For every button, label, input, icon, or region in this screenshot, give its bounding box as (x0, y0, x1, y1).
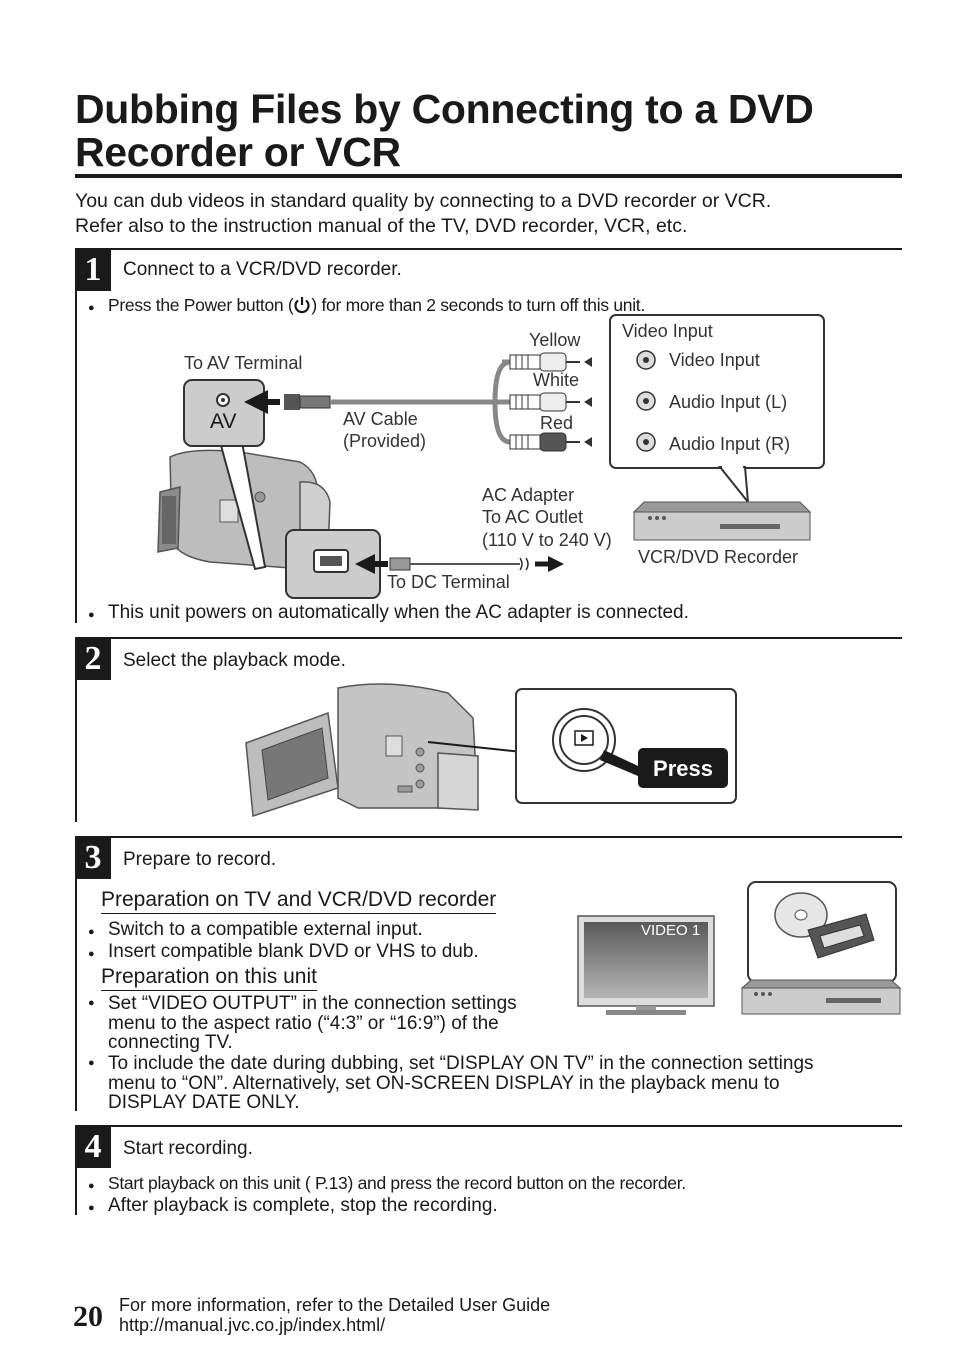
label-audio-input-l: Audio Input (L) (669, 392, 788, 412)
vhs-tape-icon (807, 913, 875, 959)
play-button-callout (515, 688, 737, 804)
label-red: Red (540, 413, 574, 433)
step-4-number: 4 (75, 1126, 111, 1168)
footer-url[interactable]: http://manual.jvc.co.jp/index.html/ (119, 1315, 386, 1335)
step-1-divider (75, 248, 902, 250)
step-3-bullet-switch-input: ● Switch to a compatible external input. (88, 920, 423, 942)
label-av: AV (210, 410, 237, 433)
play-icon (581, 734, 588, 742)
label-video-input: Video Input (669, 350, 760, 370)
bullet-dot: ● (88, 1180, 95, 1192)
autopower-text: This unit powers on automatically when t… (108, 602, 689, 623)
step-4-divider (75, 1125, 902, 1127)
bullet-line: Set “VIDEO OUTPUT” in the connection set… (108, 993, 517, 1014)
press-label: Press (653, 756, 713, 781)
title-divider (75, 174, 902, 178)
label-white: White (533, 370, 580, 390)
bullet-dot: ● (88, 1202, 95, 1214)
playback-diagram (245, 683, 737, 818)
intro-text: You can dub videos in standard quality b… (75, 189, 771, 239)
step-4-side-rule (75, 1168, 77, 1215)
label-recorder: VCR/DVD Recorder (638, 547, 799, 567)
step-3-title: Prepare to record. (123, 849, 277, 870)
label-to-dc-terminal: To DC Terminal (387, 572, 510, 592)
power-note-before: Press the Power button ( (108, 295, 294, 315)
bullet-line: connecting TV. (108, 1032, 233, 1053)
step-1-side-rule (75, 291, 77, 623)
label-yellow: Yellow (529, 330, 581, 350)
bullet-dot: ● (88, 1057, 95, 1069)
bullet-dot: ● (88, 926, 95, 938)
step-4-title: Start recording. (123, 1138, 253, 1159)
tv-icon (577, 915, 715, 1015)
power-icon (294, 297, 310, 314)
footer-text: For more information, refer to the Detai… (119, 1295, 550, 1335)
label-audio-input-r: Audio Input (R) (669, 434, 791, 454)
label-provided: (Provided) (343, 431, 427, 451)
step-3-bullet-insert-media: ● Insert compatible blank DVD or VHS to d… (88, 942, 479, 964)
bullet-line: menu to the aspect ratio (“4:3” or “16:9… (108, 1012, 499, 1034)
rca-plug-red (509, 432, 592, 452)
step-3-bullet-display-date: ● To include the date during dubbing, se… (88, 1054, 908, 1114)
av-cable-plug (284, 394, 495, 410)
footer-line-1: For more information, refer to the Detai… (119, 1295, 551, 1315)
page-title: Dubbing Files by Connecting to a DVD Rec… (75, 86, 814, 175)
connection-diagram (157, 314, 825, 599)
bullet-line: To include the date during dubbing, set … (108, 1053, 814, 1074)
step-1-number: 1 (75, 249, 111, 291)
arrow-icon (244, 390, 268, 414)
step-2-divider (75, 637, 902, 639)
intro-line-1: You can dub videos in standard quality b… (75, 190, 772, 212)
arrow-icon (548, 556, 564, 572)
bullet-dot: ● (88, 997, 95, 1009)
label-ac-adapter: AC Adapter (482, 485, 575, 505)
step-2-number: 2 (75, 638, 111, 680)
step-2-title: Select the playback mode. (123, 650, 346, 671)
bullet-text: Insert compatible blank DVD or VHS to du… (108, 941, 479, 962)
rca-plug-white (509, 392, 592, 412)
intro-line-2: Refer also to the instruction manual of … (75, 215, 688, 237)
bullet-text: Switch to a compatible external input. (108, 919, 423, 940)
step-3-divider (75, 836, 902, 838)
step-2-side-rule (75, 680, 77, 822)
av-terminal-callout (183, 379, 267, 571)
label-to-ac-outlet: To AC Outlet (482, 507, 584, 527)
bullet-line: DISPLAY DATE ONLY. (108, 1092, 300, 1113)
step-1-title: Connect to a VCR/DVD recorder. (123, 259, 402, 280)
bullet-dot: ● (88, 948, 95, 960)
tv-screen-text: VIDEO 1 (641, 922, 701, 939)
bullet-text: Start playback on this unit ( P.13) and … (108, 1173, 686, 1193)
tv-recorder-illustration (577, 881, 902, 1015)
subheading-tv-recorder: Preparation on TV and VCR/DVD recorder (101, 888, 497, 914)
bullet-text: Set “VIDEO OUTPUT” in the connection set… (108, 994, 517, 1053)
step-4-bullet-stop-recording: ● After playback is complete, stop the re… (88, 1196, 498, 1218)
bullet-line: menu to “ON”. Alternatively, set ON-SCRE… (108, 1072, 780, 1094)
power-note-after: ) for more than 2 seconds to turn off th… (311, 295, 645, 315)
bullet-dot: ● (88, 609, 95, 621)
bullet-dot: ● (88, 302, 95, 314)
bullet-text: After playback is complete, stop the rec… (108, 1195, 498, 1216)
media-callout (747, 881, 897, 1001)
rca-plug-yellow (509, 352, 592, 372)
step-1-note-autopower: ● This unit powers on automatically when … (88, 603, 689, 625)
label-voltage: (110 V to 240 V) (482, 530, 612, 550)
label-video-input-title: Video Input (622, 321, 713, 341)
step-1-note-power: ● Press the Power button ( ) for more than… (88, 295, 645, 318)
label-av-cable: AV Cable (343, 409, 418, 429)
recorder-illustration (632, 501, 812, 541)
page-number: 20 (73, 1300, 103, 1333)
camcorder-illustration (245, 683, 479, 818)
step-4-bullet-start-playback: ● Start playback on this unit ( P.13) and… (88, 1173, 686, 1196)
recorder-illustration (740, 979, 902, 1015)
label-to-av-terminal: To AV Terminal (184, 353, 303, 373)
bullet-text: To include the date during dubbing, set … (108, 1054, 814, 1113)
arrow-icon (355, 554, 375, 574)
step-3-number: 3 (75, 837, 111, 879)
step-3-bullet-video-output: ● Set “VIDEO OUTPUT” in the connection s… (88, 994, 568, 1054)
subheading-this-unit: Preparation on this unit (101, 965, 317, 991)
step-3-side-rule (75, 879, 77, 1111)
video-input-callout (609, 314, 825, 506)
